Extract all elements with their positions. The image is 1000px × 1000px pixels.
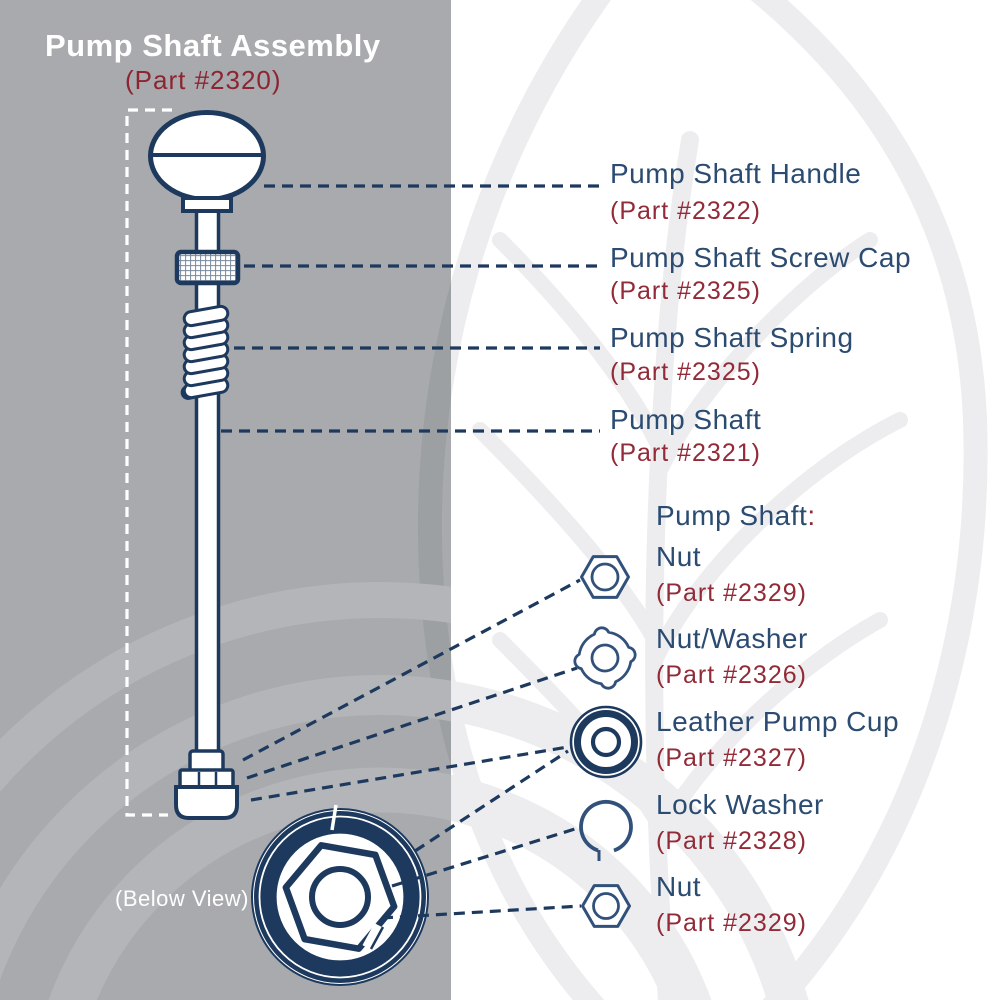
parts-group-heading: Pump Shaft:	[656, 500, 816, 531]
shaft-nut-shape	[188, 749, 225, 773]
assembly-outline-box	[125, 108, 172, 817]
pump-shaft-spring-shape	[180, 304, 230, 400]
below-view-label: (Below View)	[115, 886, 249, 911]
part-item-nut-bottom: Nut	[656, 871, 702, 902]
callout-pump-shaft-handle: Pump Shaft Handle	[610, 158, 862, 189]
leader-leather-cup-from-below-view	[414, 749, 569, 853]
leather-cup-shape	[174, 785, 239, 820]
callout-pump-shaft-spring-part: (Part #2325)	[610, 358, 761, 386]
part-item-leather-pump-cup-part: (Part #2327)	[656, 744, 807, 772]
hex-nut-icon	[580, 555, 630, 599]
callout-pump-shaft-handle-part: (Part #2322)	[610, 197, 761, 225]
pump-shaft-drawing	[148, 110, 266, 820]
page-title-part-number: (Part #2320)	[125, 65, 282, 95]
part-item-lock-washer: Lock Washer	[656, 789, 824, 820]
shaft-bottom-parts	[174, 749, 239, 820]
leader-lock-washer	[391, 826, 579, 888]
leader-lines	[221, 184, 600, 920]
part-item-nut-washer-part: (Part #2326)	[656, 661, 807, 689]
lock-washer-icon	[579, 799, 633, 861]
leader-nut-washer	[246, 666, 578, 780]
callout-pump-shaft-screw-cap: Pump Shaft Screw Cap	[610, 242, 912, 273]
callout-pump-shaft-screw-cap-part: (Part #2325)	[610, 277, 761, 305]
pump-shaft-rod	[194, 206, 221, 755]
castellated-washer-icon	[573, 626, 637, 690]
part-item-nut-top-part: (Part #2329)	[656, 579, 807, 607]
page-title: Pump Shaft Assembly	[45, 28, 381, 63]
part-item-leather-pump-cup: Leather Pump Cup	[656, 706, 900, 737]
handle-neck	[181, 196, 233, 213]
below-view-drawing	[251, 804, 429, 986]
callout-pump-shaft-spring: Pump Shaft Spring	[610, 322, 854, 353]
leader-nut-top	[242, 578, 581, 762]
shaft-washer-shape	[178, 768, 235, 789]
callout-pump-shaft-part: (Part #2321)	[610, 439, 761, 467]
part-item-nut-bottom-part: (Part #2329)	[656, 909, 807, 937]
part-item-nut-washer: Nut/Washer	[656, 623, 808, 654]
below-view-center-hole	[309, 866, 371, 928]
leather-pump-cup-icon	[569, 705, 643, 779]
part-item-nut-top: Nut	[656, 541, 702, 572]
callout-pump-shaft: Pump Shaft	[610, 404, 762, 435]
watermark-leaf-light	[451, 0, 988, 1000]
watermark-leaf-gray	[0, 281, 451, 1000]
hex-nut-icon	[581, 884, 631, 928]
part-item-lock-washer-part: (Part #2328)	[656, 827, 807, 855]
leader-nut-bottom	[381, 904, 582, 920]
pump-shaft-screw-cap-shape	[174, 249, 241, 286]
